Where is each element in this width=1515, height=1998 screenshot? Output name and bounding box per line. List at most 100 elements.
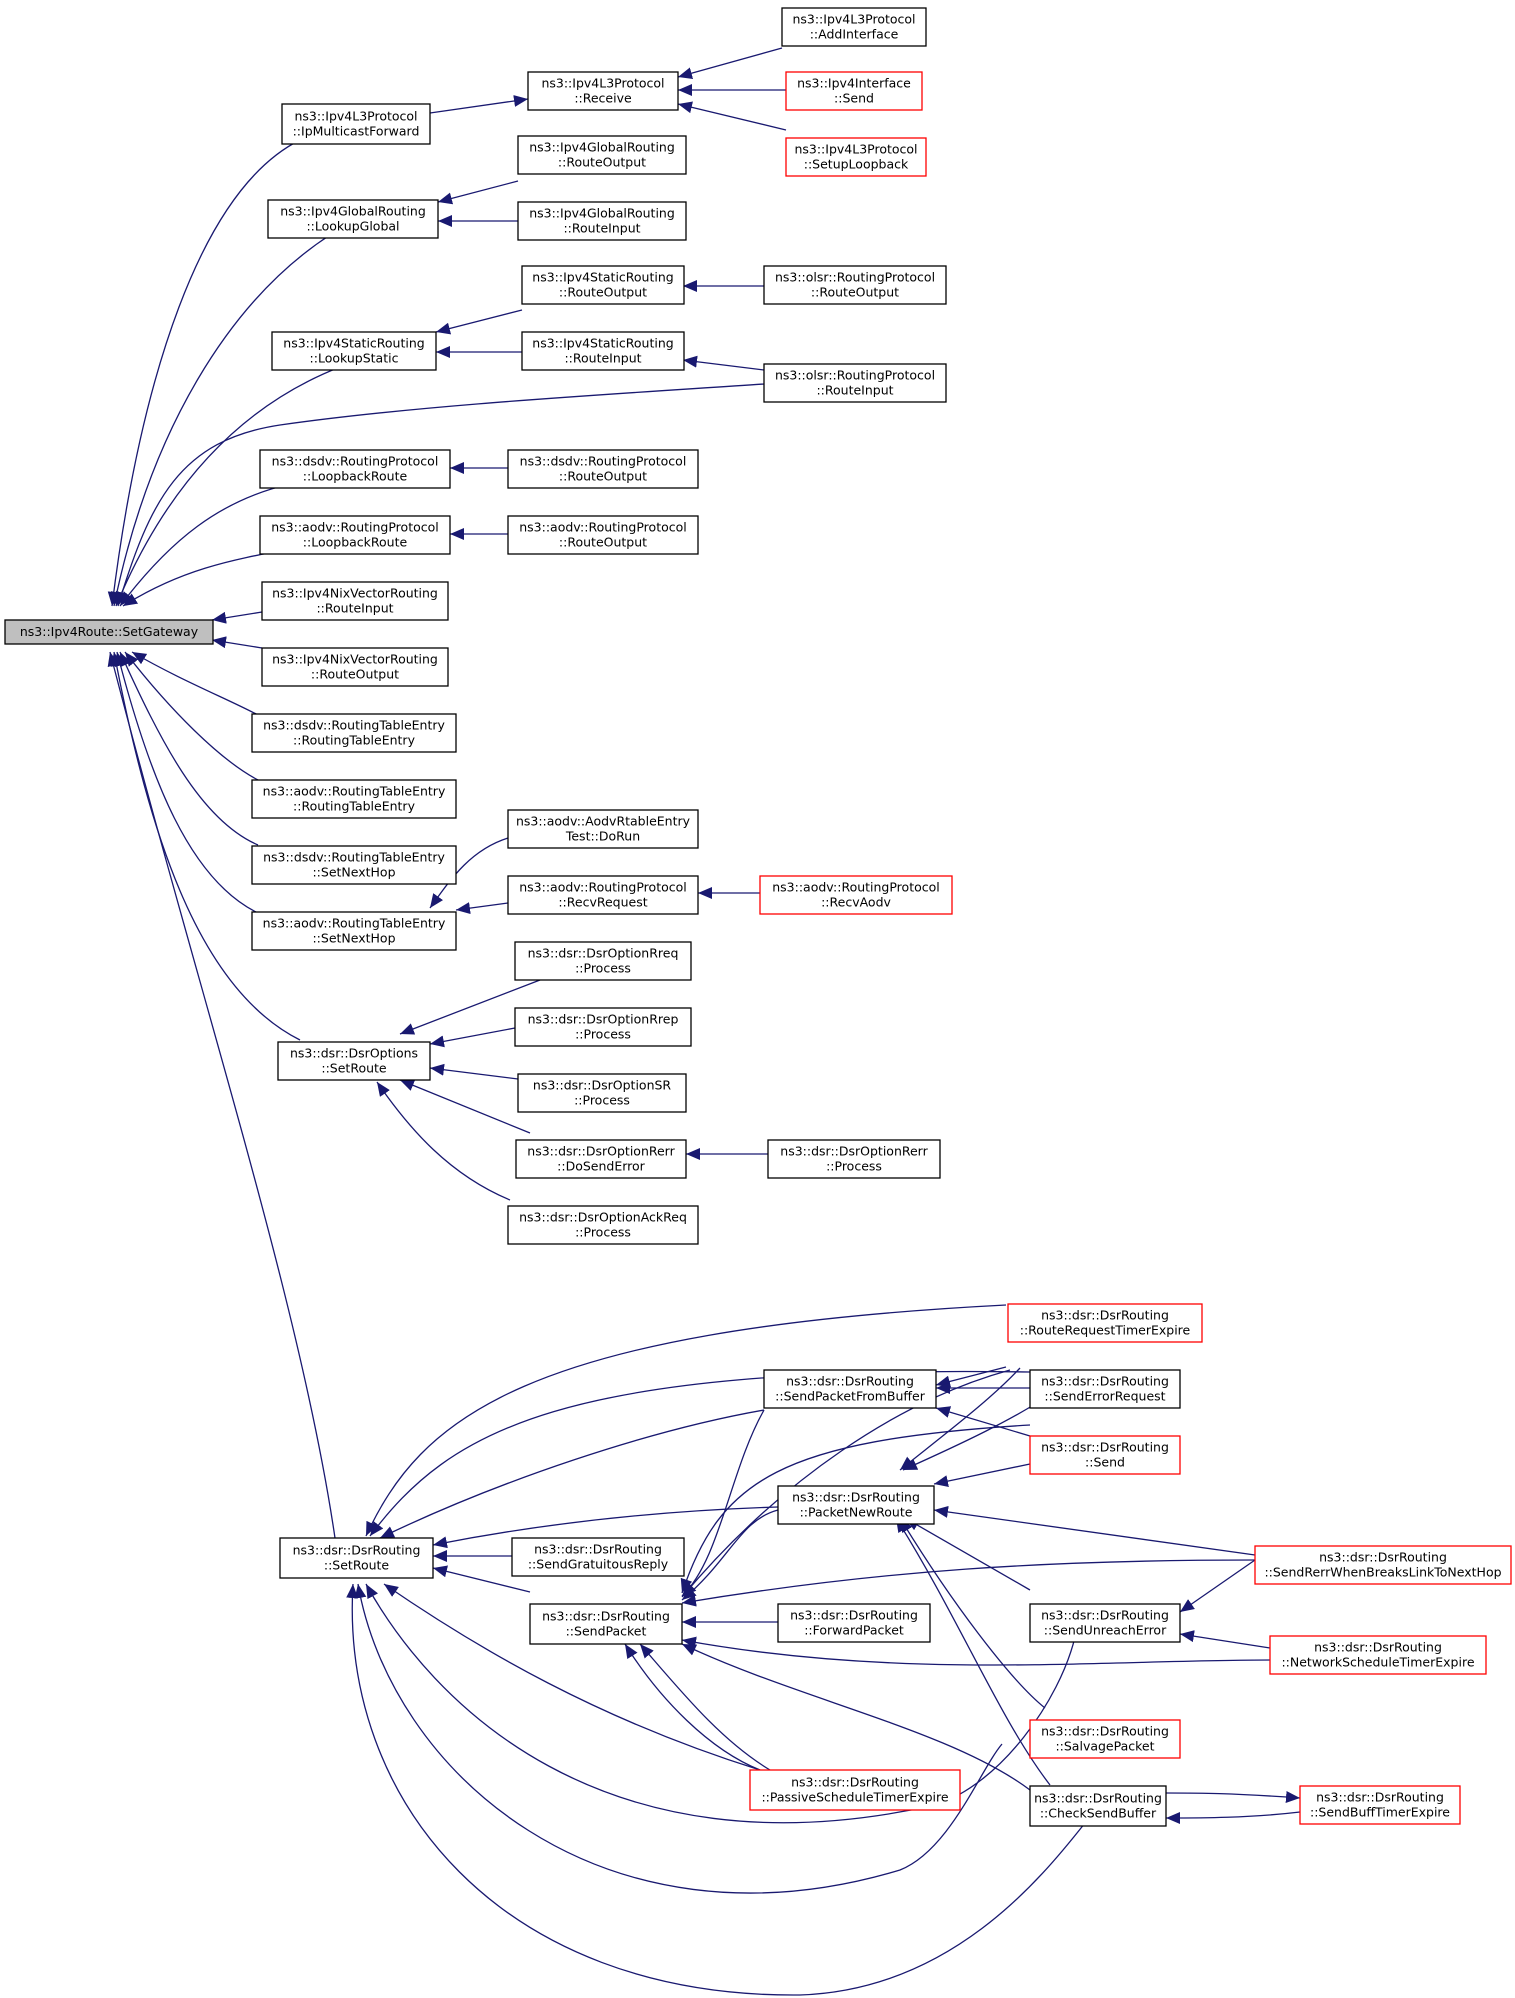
node-olsr-in[interactable]: ns3::olsr::RoutingProtocol::RouteInput bbox=[763, 363, 947, 403]
node-sroute-out[interactable]: ns3::Ipv4StaticRouting::RouteOutput bbox=[521, 265, 685, 305]
node-olsr-out[interactable]: ns3::olsr::RoutingProtocol::RouteOutput bbox=[763, 265, 947, 305]
node-pnr[interactable]: ns3::dsr::DsrRouting::PacketNewRoute bbox=[777, 1485, 935, 1525]
node-ifsend[interactable]: ns3::Ipv4Interface::Send bbox=[785, 71, 923, 111]
node-srwb[interactable]: ns3::dsr::DsrRouting::SendRerrWhenBreaks… bbox=[1254, 1545, 1512, 1585]
node-sgr[interactable]: ns3::dsr::DsrRouting::SendGratuitousRepl… bbox=[511, 1537, 685, 1577]
node-sroute-in[interactable]: ns3::Ipv4StaticRouting::RouteInput bbox=[521, 331, 685, 371]
node-salv[interactable]: ns3::dsr::DsrRouting::SalvagePacket bbox=[1029, 1719, 1181, 1759]
node-label-line: ::RouteOutput bbox=[559, 535, 647, 550]
edge-csb-pnr bbox=[895, 1517, 1051, 1786]
node-sp[interactable]: ns3::dsr::DsrRouting::SendPacket bbox=[529, 1603, 683, 1645]
node-aodv-recv[interactable]: ns3::aodv::RoutingProtocol::RecvAodv bbox=[759, 875, 953, 915]
node-rerr-proc[interactable]: ns3::dsr::DsrOptionRerr::Process bbox=[767, 1139, 941, 1179]
node-aodv-loop[interactable]: ns3::aodv::RoutingProtocol::LoopbackRout… bbox=[259, 515, 451, 555]
node-dsdv-loop[interactable]: ns3::dsdv::RoutingProtocol::LoopbackRout… bbox=[259, 449, 451, 489]
node-box bbox=[759, 875, 953, 915]
node-label-line: ns3::dsdv::RoutingProtocol bbox=[272, 454, 439, 469]
node-groute-out[interactable]: ns3::Ipv4GlobalRouting::RouteOutput bbox=[517, 135, 687, 175]
node-aodv-rreq[interactable]: ns3::aodv::RoutingProtocol::RecvRequest bbox=[507, 875, 699, 915]
edge-rrep-dsropt bbox=[429, 1027, 516, 1048]
edge-srwb-sue bbox=[1179, 1559, 1256, 1613]
edge-aodvrte-root bbox=[124, 651, 259, 781]
edge-dsdvnh-root bbox=[119, 651, 259, 846]
node-label-line: ns3::dsr::DsrRouting bbox=[1314, 1640, 1442, 1655]
edge-rrte-pnr bbox=[899, 1367, 1021, 1471]
node-label-line: ::PassiveScheduleTimerExpire bbox=[761, 1790, 948, 1805]
node-label-line: ::RoutingTableEntry bbox=[293, 733, 416, 748]
node-spfb[interactable]: ns3::dsr::DsrRouting::SendPacketFromBuff… bbox=[763, 1369, 937, 1409]
edge-sr-dsropt bbox=[429, 1063, 519, 1080]
node-rreq-proc[interactable]: ns3::dsr::DsrOptionRreq::Process bbox=[514, 941, 692, 981]
node-rrte[interactable]: ns3::dsr::DsrRouting::RouteRequestTimerE… bbox=[1007, 1303, 1203, 1343]
node-setloop[interactable]: ns3::Ipv4L3Protocol::SetupLoopback bbox=[785, 137, 927, 177]
node-aodv-rte[interactable]: ns3::aodv::RoutingTableEntry::RoutingTab… bbox=[251, 779, 457, 819]
node-box bbox=[1029, 1435, 1181, 1475]
node-sr-proc[interactable]: ns3::dsr::DsrOptionSR::Process bbox=[517, 1073, 687, 1113]
edge-sroute-out-looks bbox=[435, 309, 523, 335]
node-label-line: ::SendRerrWhenBreaksLinkToNextHop bbox=[1264, 1565, 1501, 1580]
node-pste[interactable]: ns3::dsr::DsrRouting::PassiveScheduleTim… bbox=[749, 1769, 961, 1811]
node-aodv-nh[interactable]: ns3::aodv::RoutingTableEntry::SetNextHop bbox=[251, 911, 457, 951]
node-box bbox=[277, 1041, 431, 1081]
node-dsend[interactable]: ns3::dsr::DsrRouting::Send bbox=[1029, 1435, 1181, 1475]
node-dsr-opt-set[interactable]: ns3::dsr::DsrOptions::SetRoute bbox=[277, 1041, 431, 1081]
node-rerr-dse[interactable]: ns3::dsr::DsrOptionRerr::DoSendError bbox=[515, 1139, 687, 1179]
node-label-line: ::NetworkScheduleTimerExpire bbox=[1281, 1655, 1474, 1670]
node-sue[interactable]: ns3::dsr::DsrRouting::SendUnreachError bbox=[1029, 1603, 1181, 1643]
edge-ipmf-root bbox=[107, 139, 301, 607]
node-dsdv-nh[interactable]: ns3::dsdv::RoutingTableEntry::SetNextHop bbox=[251, 845, 457, 885]
edge-dsend-sp bbox=[680, 1424, 1031, 1594]
node-aodv-out[interactable]: ns3::aodv::RoutingProtocol::RouteOutput bbox=[507, 515, 699, 555]
node-box bbox=[749, 1769, 961, 1811]
node-groute-in[interactable]: ns3::Ipv4GlobalRouting::RouteInput bbox=[517, 201, 687, 241]
node-lookg[interactable]: ns3::Ipv4GlobalRouting::LookupGlobal bbox=[267, 199, 439, 239]
edge-aodvtest-aodvnh bbox=[429, 837, 509, 909]
edge-rreq-dsropt bbox=[399, 979, 541, 1035]
edge-recv-ipmf bbox=[429, 95, 529, 114]
node-label-line: ::RouteRequestTimerExpire bbox=[1020, 1323, 1191, 1338]
node-nste[interactable]: ns3::dsr::DsrRouting::NetworkScheduleTim… bbox=[1269, 1635, 1487, 1675]
node-label-line: ::Receive bbox=[574, 91, 632, 106]
node-root[interactable]: ns3::Ipv4Route::SetGateway bbox=[4, 619, 214, 645]
node-box bbox=[1254, 1545, 1512, 1585]
node-box bbox=[271, 331, 437, 371]
node-dsdv-out[interactable]: ns3::dsdv::RoutingProtocol::RouteOutput bbox=[507, 449, 699, 489]
node-box bbox=[251, 713, 457, 753]
node-ipmf[interactable]: ns3::Ipv4L3Protocol::IpMulticastForward bbox=[281, 103, 431, 145]
node-nix-in[interactable]: ns3::Ipv4NixVectorRouting::RouteInput bbox=[261, 581, 449, 621]
edge-addif-recv bbox=[677, 47, 783, 80]
node-rrep-proc[interactable]: ns3::dsr::DsrOptionRrep::Process bbox=[514, 1007, 692, 1047]
node-label-line: ns3::Ipv4GlobalRouting bbox=[529, 206, 675, 221]
node-box bbox=[517, 201, 687, 241]
node-sbte[interactable]: ns3::dsr::DsrRouting::SendBuffTimerExpir… bbox=[1299, 1785, 1461, 1825]
edge-setloop-recv bbox=[677, 101, 787, 131]
node-ser[interactable]: ns3::dsr::DsrRouting::SendErrorRequest bbox=[1029, 1369, 1181, 1409]
edge-olsr-root bbox=[116, 383, 765, 607]
node-nix-out[interactable]: ns3::Ipv4NixVectorRouting::RouteOutput bbox=[261, 647, 449, 687]
node-label-line: ns3::dsr::DsrRouting bbox=[534, 1542, 662, 1557]
node-addif[interactable]: ns3::Ipv4L3Protocol::AddInterface bbox=[781, 7, 927, 47]
node-fp[interactable]: ns3::dsr::DsrRouting::ForwardPacket bbox=[777, 1603, 931, 1643]
node-box bbox=[515, 1139, 687, 1179]
edge-rrte-sp bbox=[681, 1369, 1011, 1598]
node-box bbox=[511, 1537, 685, 1577]
node-box bbox=[4, 619, 214, 645]
node-csb[interactable]: ns3::dsr::DsrRouting::CheckSendBuffer bbox=[1029, 1785, 1167, 1827]
node-label-line: ::RouteOutput bbox=[559, 285, 647, 300]
node-label-line: ns3::Ipv4L3Protocol bbox=[794, 142, 917, 157]
node-label-line: ::LoopbackRoute bbox=[303, 535, 408, 550]
node-label-line: ns3::dsr::DsrRouting bbox=[1041, 1374, 1169, 1389]
node-label-line: ::DoSendError bbox=[557, 1159, 646, 1174]
node-looks[interactable]: ns3::Ipv4StaticRouting::LookupStatic bbox=[271, 331, 437, 371]
node-label-line: ns3::olsr::RoutingProtocol bbox=[775, 270, 935, 285]
node-recv[interactable]: ns3::Ipv4L3Protocol::Receive bbox=[527, 71, 679, 111]
node-dsr-set[interactable]: ns3::dsr::DsrRouting::SetRoute bbox=[279, 1537, 434, 1579]
node-ack-proc[interactable]: ns3::dsr::DsrOptionAckReq::Process bbox=[507, 1205, 699, 1245]
node-box bbox=[763, 265, 947, 305]
node-label-line: ::Process bbox=[575, 1225, 631, 1240]
node-label-line: ns3::dsr::DsrOptionRerr bbox=[527, 1144, 675, 1159]
node-box bbox=[259, 515, 451, 555]
node-dsdv-rte[interactable]: ns3::dsdv::RoutingTableEntry::RoutingTab… bbox=[251, 713, 457, 753]
node-label-line: ns3::Ipv4L3Protocol bbox=[792, 12, 915, 27]
